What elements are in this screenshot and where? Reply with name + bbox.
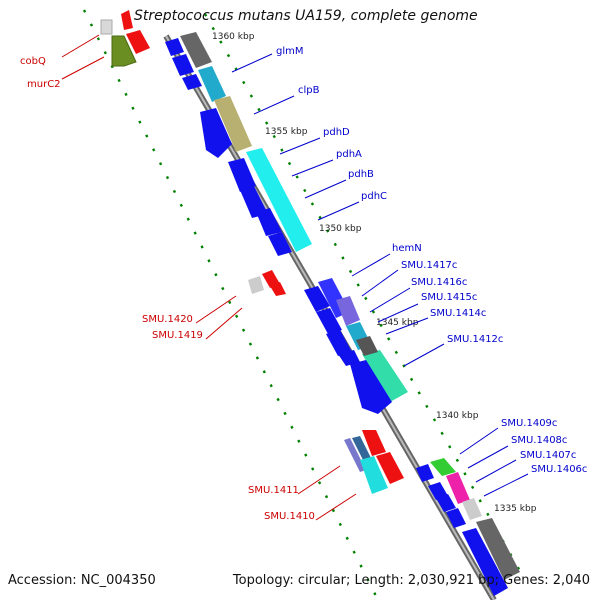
gene-block	[338, 350, 360, 366]
gene-SMU1420	[248, 276, 264, 294]
gene-SMU1414c	[326, 330, 352, 356]
gene-label: SMU.1407c	[520, 450, 576, 461]
gene-block	[165, 38, 184, 56]
gene-label: SMU.1409c	[501, 418, 557, 429]
gene-label: hemN	[392, 243, 422, 254]
gene-label: SMU.1415c	[421, 292, 477, 303]
tick-label: 1350 kbp	[319, 224, 362, 234]
genome-summary-text: Topology: circular; Length: 2,030,921 bp…	[232, 573, 590, 588]
gene-SMU1408c	[416, 464, 434, 482]
gene-block	[172, 54, 194, 76]
gene-label: SMU.1420	[142, 314, 193, 325]
gene-SMU1409c	[430, 458, 456, 476]
gene-SMU1410-b	[376, 452, 404, 484]
gene-SMU1411-c	[362, 430, 386, 456]
gene-glmM	[180, 32, 212, 68]
gene-pdhA	[228, 158, 256, 192]
gene-SMU1406c	[428, 482, 448, 500]
gene-murC2	[111, 35, 137, 67]
gene-pdhD	[246, 148, 312, 252]
gene-clpB-2	[214, 96, 252, 152]
gene-red-1	[121, 10, 133, 30]
gene-label: SMU.1411	[248, 485, 299, 496]
gene-label: SMU.1408c	[511, 435, 567, 446]
tick-label: 1335 kbp	[494, 504, 537, 514]
leader-lines	[61, 34, 529, 521]
gene-label: pdhD	[323, 127, 350, 138]
gene-SMU1407c	[446, 472, 470, 504]
gene-block	[356, 336, 378, 356]
gene-red-2	[126, 30, 150, 54]
gene-label: SMU.1414c	[430, 308, 486, 319]
gene-SMU1419	[262, 270, 280, 288]
gene-block	[476, 518, 520, 580]
gene-pdhB	[240, 186, 268, 218]
tick-label: 1340 kbp	[436, 411, 479, 421]
gene-block	[446, 508, 466, 528]
genome-title: Streptococcus mutans UA159, complete gen…	[134, 8, 478, 24]
gene-cobQ	[100, 19, 113, 35]
ruler-lines	[82, 9, 527, 597]
gene-hemN	[304, 286, 330, 312]
gene-label: SMU.1406c	[531, 464, 587, 475]
gene-label: pdhB	[348, 169, 374, 180]
tick-labels: 1360 kbp 1355 kbp 1350 kbp 1345 kbp 1340…	[212, 32, 537, 514]
gene-label: SMU.1410	[264, 511, 315, 522]
gene-SMU1419-b	[270, 282, 286, 296]
gene-label: cobQ	[20, 56, 46, 67]
gene-SMU1410	[360, 456, 388, 494]
gene-block	[200, 108, 232, 158]
gene-labels: cobQ murC2 glmM clpB pdhD pdhA pdhB pdhC…	[20, 46, 587, 522]
gene-label: pdhC	[361, 191, 387, 202]
tick-label: 1360 kbp	[212, 32, 255, 42]
gene-label: SMU.1416c	[411, 277, 467, 288]
gene-label: clpB	[298, 85, 320, 96]
gene-label: SMU.1419	[152, 330, 203, 341]
gene-block	[350, 360, 392, 414]
gene-SMU1416c	[316, 308, 342, 334]
gene-label: glmM	[276, 46, 304, 57]
tick-label: 1345 kbp	[376, 318, 419, 328]
gene-block	[462, 528, 508, 596]
gene-SMU1411-b	[352, 436, 372, 462]
gene-SMU1415c	[336, 296, 360, 326]
gene-SMU1412c	[362, 350, 408, 402]
gene-clpB	[198, 66, 226, 102]
gene-label: murC2	[27, 79, 61, 90]
gene-block	[268, 232, 292, 256]
gene-label: SMU.1417c	[401, 260, 457, 271]
gene-features	[100, 10, 520, 596]
gene-pdhC	[256, 208, 282, 236]
gene-block	[436, 494, 456, 512]
accession-text: Accession: NC_004350	[8, 573, 156, 588]
gene-block	[182, 74, 202, 90]
gene-block	[462, 498, 482, 520]
gene-label: pdhA	[336, 149, 362, 160]
tick-label: 1355 kbp	[265, 127, 308, 137]
gene-label: SMU.1412c	[447, 334, 503, 345]
gene-SMU1411	[344, 438, 366, 472]
